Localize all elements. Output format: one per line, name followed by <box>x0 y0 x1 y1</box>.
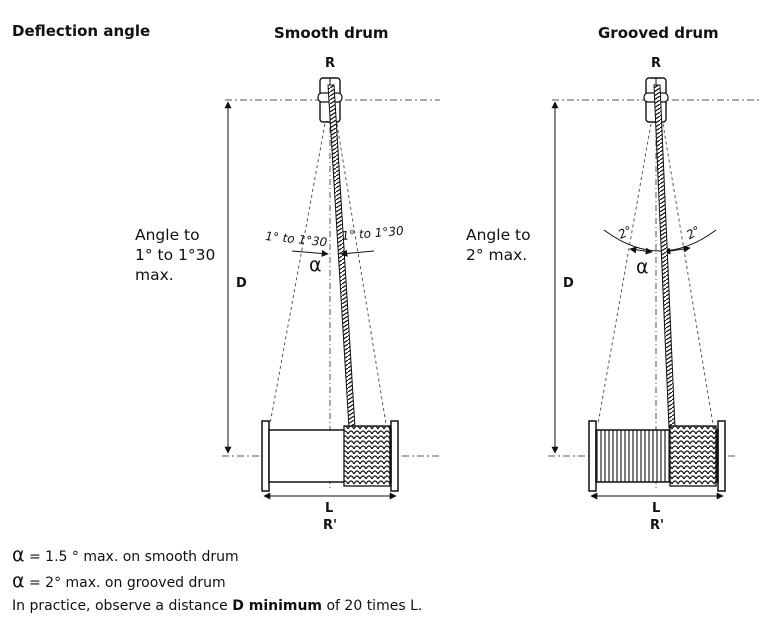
smooth-drum-wound-rope <box>343 425 391 487</box>
grooved-alpha-symbol: α <box>636 256 649 278</box>
legend-alpha-symbol: α <box>12 570 25 592</box>
grooved-rope <box>653 84 676 429</box>
legend-alpha-symbol: α <box>12 544 25 566</box>
grooved-r-prime-label: R' <box>650 518 664 533</box>
grooved-d-label: D <box>563 276 574 291</box>
smooth-d-label: D <box>236 276 247 291</box>
legend-smooth-text: = 1.5 ° max. on smooth drum <box>28 549 239 565</box>
grooved-drum-left-flange <box>588 420 597 492</box>
smooth-drum-right-flange <box>390 420 399 492</box>
grooved-cone-right <box>661 117 714 425</box>
smooth-alpha-arrow-right <box>340 249 375 257</box>
legend-line-practice: In practice, observe a distance D minimu… <box>12 598 422 614</box>
smooth-alpha-symbol: α <box>309 254 322 276</box>
legend-line-grooved: α = 2° max. on grooved drum <box>12 570 226 592</box>
smooth-drum-left-flange <box>261 420 270 492</box>
smooth-r-label: R <box>325 56 336 71</box>
smooth-angle-note: Angle to 1° to 1°30 max. <box>135 226 216 284</box>
smooth-r-prime-label: R' <box>323 518 337 533</box>
practice-text-suffix: of 20 times L. <box>322 598 423 614</box>
grooved-l-label: L <box>652 501 661 516</box>
grooved-r-label: R <box>651 56 662 71</box>
diagram-title: Deflection angle <box>12 22 151 40</box>
smooth-alpha-arrow-left <box>291 249 329 257</box>
smooth-drum-heading: Smooth drum <box>274 24 389 42</box>
grooved-angle-note: Angle to 2° max. <box>466 226 531 264</box>
smooth-cone-right <box>335 117 387 425</box>
practice-text-bold: D minimum <box>232 598 323 614</box>
smooth-cone-left <box>269 117 327 425</box>
grooved-cone-left <box>597 117 653 425</box>
grooved-drum-right-flange <box>717 420 726 492</box>
legend-grooved-text: = 2° max. on grooved drum <box>28 575 226 591</box>
grooved-angle-arc <box>603 229 717 252</box>
smooth-drum-diagram <box>222 77 440 500</box>
smooth-l-label: L <box>325 501 334 516</box>
practice-text-prefix: In practice, observe a distance <box>12 598 233 614</box>
legend-line-smooth: α = 1.5 ° max. on smooth drum <box>12 544 239 566</box>
smooth-rope <box>327 84 356 429</box>
grooved-drum-heading: Grooved drum <box>598 24 719 42</box>
grooved-drum-diagram <box>548 77 760 500</box>
grooved-drum-wound-rope <box>669 425 717 487</box>
